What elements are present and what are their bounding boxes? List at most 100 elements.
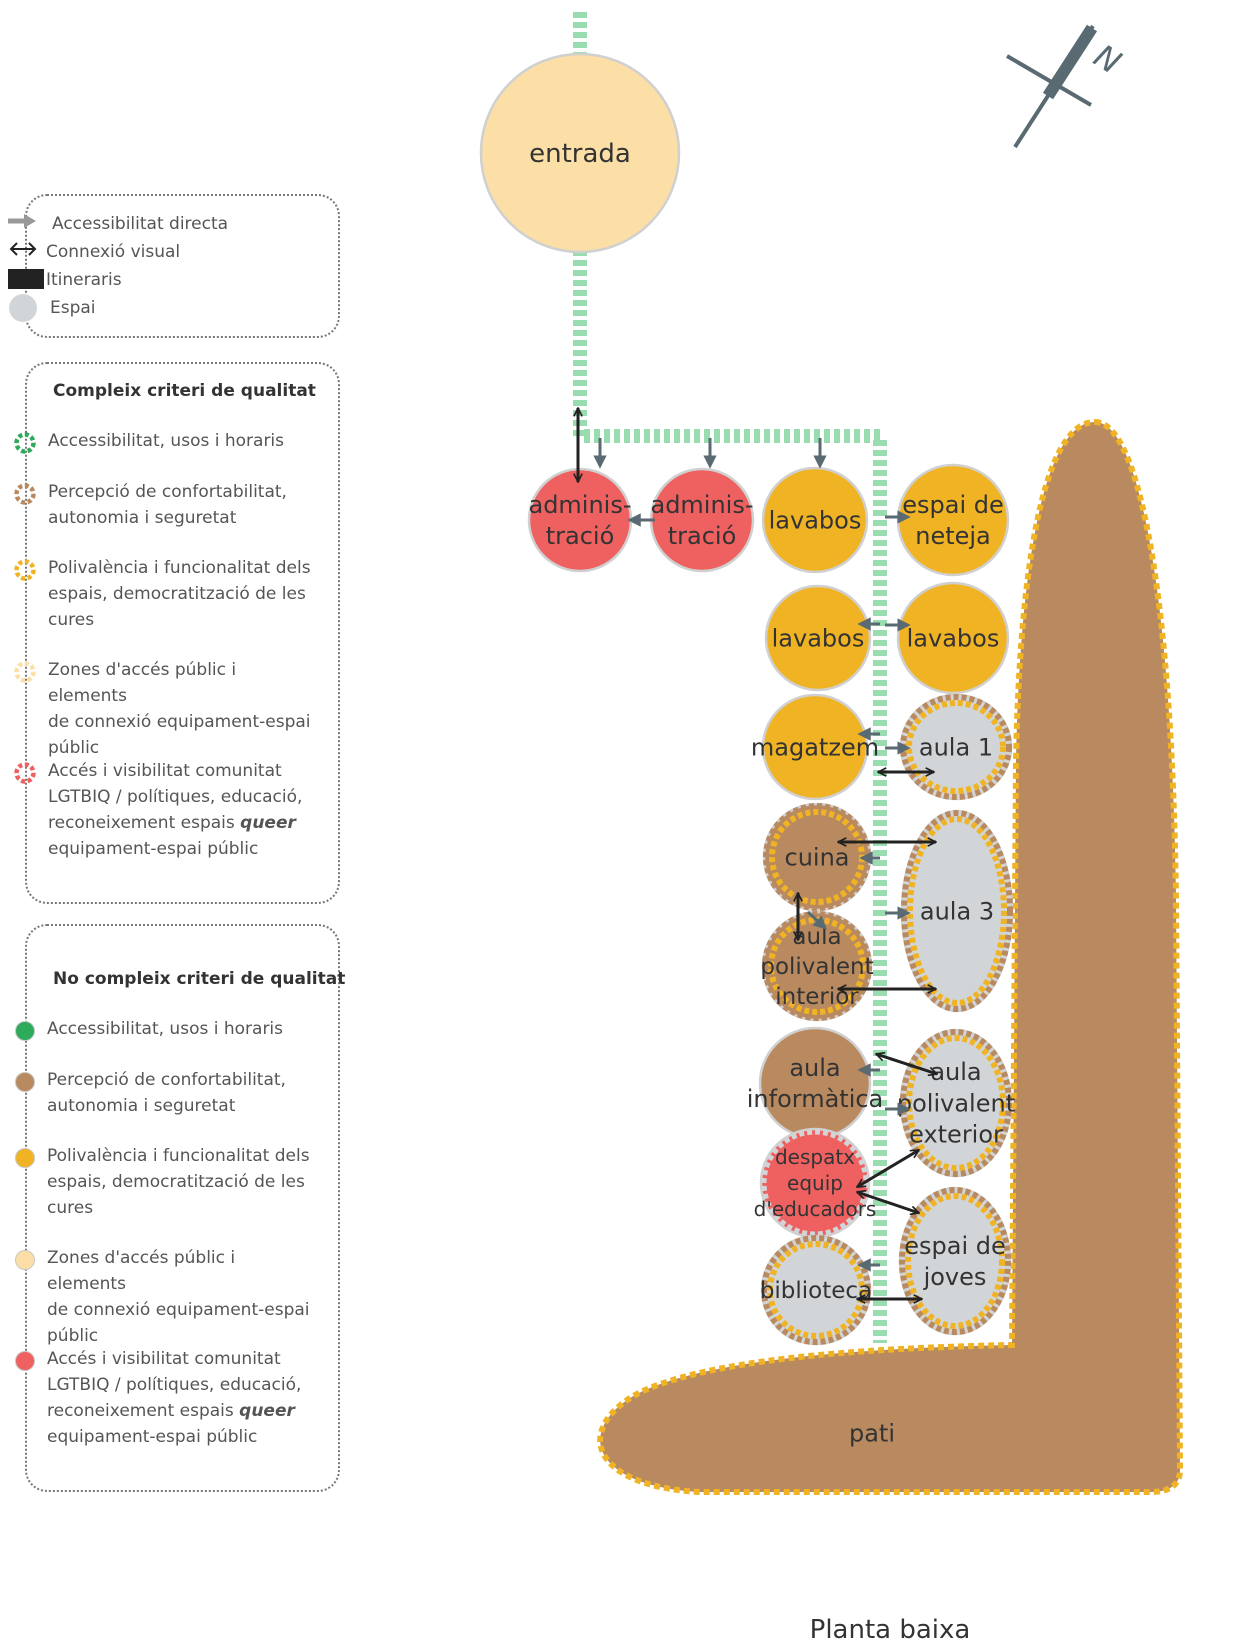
- itinerary-bar-icon: [8, 269, 44, 289]
- space-label: entrada: [529, 139, 631, 169]
- space-biblioteca: biblioteca: [760, 1234, 872, 1346]
- itinerary-path: [573, 250, 887, 1343]
- legend-item-text: Accessibilitat, usos i horaris: [48, 431, 285, 451]
- visual-connection-arrow: [857, 1148, 919, 1189]
- dashed-ring-icon: [13, 558, 37, 586]
- space-administracio-1: adminis-tració: [527, 467, 633, 573]
- legend-basics-box: [25, 194, 340, 338]
- comfort-quality-ring: [761, 1235, 871, 1345]
- legend-item-text: Percepció de confortabilitat,autonomia i…: [47, 1070, 286, 1116]
- space-label: d'educadors: [754, 1197, 877, 1221]
- visual-connection-arrow: [876, 1054, 937, 1074]
- polyvalence-quality-ring: [907, 816, 1007, 1006]
- space-fill: [761, 693, 869, 801]
- space-label: espai de: [902, 491, 1004, 519]
- space-label: informàtica: [747, 1085, 884, 1113]
- space-aula-informatica: aula informàtica: [747, 1026, 884, 1140]
- space-label: aula: [792, 924, 841, 950]
- space-espai-de-neteja: espai de neteja: [896, 463, 1010, 577]
- comfort-quality-ring: [762, 911, 872, 1021]
- space-label: aula 1: [919, 733, 993, 761]
- space-label: espai de: [904, 1232, 1006, 1260]
- floor-title: Planta baixa: [809, 1615, 971, 1645]
- space-circle-icon: [9, 294, 37, 322]
- space-label: equip: [787, 1171, 843, 1195]
- double-arrow-icon: [9, 242, 37, 256]
- legend-item-text: Accessibilitat, usos i horaris: [47, 1019, 284, 1039]
- space-fill: [896, 463, 1010, 577]
- space-administracio-2: adminis-tració: [649, 467, 755, 573]
- space-fill: [649, 467, 755, 573]
- polyvalence-quality-ring: [767, 1241, 865, 1339]
- space-fill: [764, 584, 872, 692]
- dashed-ring-icon: [13, 660, 37, 688]
- space-label: adminis-: [650, 491, 753, 519]
- legend-label: Connexió visual: [46, 242, 181, 262]
- space-espai-de-joves: espai de joves: [898, 1186, 1012, 1336]
- polyvalence-quality-ring: [905, 1193, 1005, 1329]
- space-label: polivalent: [760, 954, 873, 980]
- space-lavabos-2: lavabos: [764, 584, 872, 692]
- visual-connection-arrow: [857, 1192, 919, 1213]
- space-label: lavabos: [907, 624, 1000, 652]
- space-pati: pati: [849, 1419, 895, 1447]
- direct-access-arrow: [806, 910, 827, 930]
- space-label: aula 3: [920, 897, 994, 925]
- space-label: biblioteca: [760, 1278, 872, 1304]
- space-label: despatx: [775, 1145, 855, 1169]
- space-label: lavabos: [772, 624, 865, 652]
- space-label: polivalent: [897, 1089, 1015, 1117]
- compass-north-label: N: [1087, 37, 1127, 82]
- space-label: adminis-: [528, 491, 631, 519]
- filled-dot-icon: [13, 1248, 37, 1276]
- space-fill: [758, 1026, 872, 1140]
- space-label: aula: [930, 1058, 981, 1086]
- compass-needle-thick: [1042, 24, 1098, 100]
- gray-arrow-icon: [8, 214, 36, 228]
- space-label: tració: [546, 522, 615, 550]
- comfort-quality-ring: [899, 1187, 1011, 1335]
- space-fill: [479, 52, 681, 254]
- space-lavabos-3: lavabos: [896, 581, 1010, 695]
- space-label: tració: [668, 522, 737, 550]
- compass-cross-line: [1005, 54, 1093, 107]
- space-fill: [896, 581, 1010, 695]
- dashed-ring-icon: [13, 761, 37, 789]
- polyvalence-quality-ring: [906, 700, 1006, 794]
- space-label: pati: [849, 1419, 895, 1447]
- space-label: lavabos: [769, 506, 862, 534]
- filled-dot-icon: [13, 1146, 37, 1174]
- space-label: magatzem: [751, 733, 879, 761]
- space-label: exterior: [909, 1121, 1003, 1149]
- pati-shape: [600, 422, 1180, 1492]
- legend-section-title: No compleix criteri de qualitat: [53, 969, 346, 989]
- legend-label: Espai: [50, 298, 96, 318]
- space-label: joves: [923, 1263, 987, 1291]
- space-label: cuina: [785, 843, 850, 871]
- filled-dot-icon: [13, 1349, 37, 1377]
- space-entrada: entrada: [479, 52, 681, 254]
- space-magatzem: magatzem: [751, 693, 879, 801]
- legend-label: Itineraris: [46, 270, 122, 290]
- space-lavabos-1: lavabos: [761, 466, 869, 574]
- legend-section-title: Compleix criteri de qualitat: [53, 381, 316, 401]
- legend-noncomplies-box: [25, 924, 340, 1492]
- space-aula-1: aula 1: [899, 693, 1013, 801]
- space-aula-3: aula 3: [900, 809, 1014, 1013]
- space-label: neteja: [915, 522, 991, 550]
- legend-label: Accessibilitat directa: [52, 214, 229, 234]
- space-fill: [527, 467, 633, 573]
- dashed-ring-icon: [13, 431, 37, 459]
- filled-dot-icon: [13, 1019, 37, 1047]
- space-label: aula: [789, 1054, 840, 1082]
- legend-complies-box: [25, 362, 340, 904]
- dashed-ring-icon: [13, 482, 37, 510]
